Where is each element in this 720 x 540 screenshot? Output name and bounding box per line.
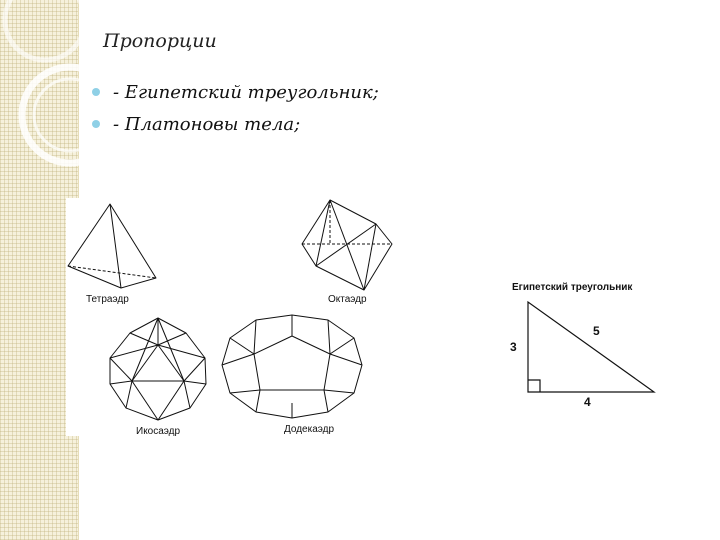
bullet-dot-icon	[92, 120, 100, 128]
side-b-label: 4	[584, 395, 591, 409]
bullet-item: - Египетский треугольник;	[92, 76, 379, 108]
octahedron-drawing	[301, 199, 393, 291]
tetrahedron-drawing	[67, 203, 157, 289]
decorative-left-band	[0, 0, 78, 540]
icosahedron-drawing	[109, 317, 207, 421]
dodecahedron-drawing	[221, 314, 363, 419]
bullet-list: - Египетский треугольник; - Платоновы те…	[92, 76, 379, 140]
side-a-label: 3	[510, 340, 517, 354]
right-angle-marker	[528, 379, 541, 392]
triangle-shape	[527, 300, 656, 393]
bullet-text: - Египетский треугольник;	[113, 81, 379, 103]
tetrahedron-label: Тетраэдр	[86, 294, 129, 305]
dodecahedron-label: Додекаэдр	[284, 424, 335, 435]
bullet-text: - Платоновы тела;	[113, 113, 301, 135]
octahedron-label: Октаэдр	[328, 294, 367, 305]
slide-title: Пропорции	[103, 30, 217, 52]
bullet-dot-icon	[92, 88, 100, 96]
platonic-solids-figure: Тетраэдр Октаэдр Икосаэдр Додекаэдр	[66, 198, 396, 437]
hypotenuse-label: 5	[593, 324, 600, 338]
egyptian-triangle-figure: Египетский треугольник 3 5 4	[496, 276, 666, 416]
icosahedron-label: Икосаэдр	[136, 426, 181, 437]
egyptian-triangle-title: Египетский треугольник	[512, 282, 633, 293]
decorative-circles	[2, 0, 120, 167]
bullet-item: - Платоновы тела;	[92, 108, 379, 140]
